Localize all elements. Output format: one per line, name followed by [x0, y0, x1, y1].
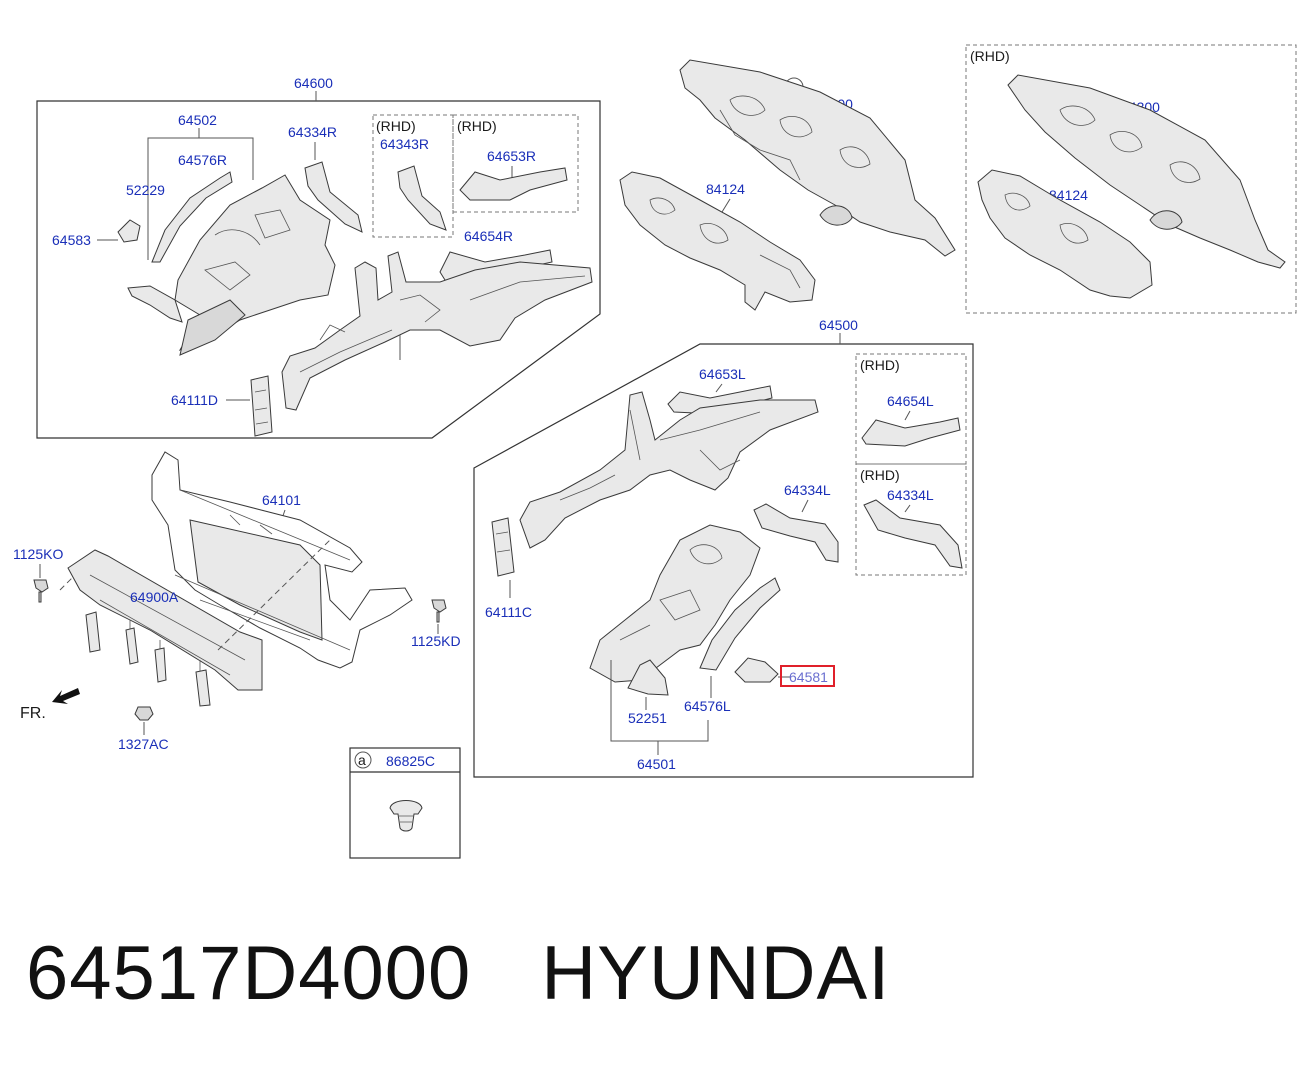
bumper-stays	[85, 611, 211, 707]
highlight-box-64581	[780, 665, 835, 687]
reinforcement-64576L-part	[699, 577, 781, 671]
label-64653R: 64653R	[487, 148, 536, 164]
bracket-64581-part	[734, 657, 779, 683]
side-member-right-part	[281, 251, 593, 411]
bolt-1125KO-icon	[33, 579, 49, 603]
rhd-label-2: (RHD)	[457, 118, 497, 134]
footer-caption: 64517D4000 HYUNDAI	[26, 930, 890, 1030]
group-64300-rhd: (RHD) 64300 84124	[965, 44, 1297, 314]
group-64600: 64600 64502 64576R 52229 64583 64334R (R…	[36, 75, 601, 439]
rhd-label-4: (RHD)	[860, 357, 900, 373]
insulator-84124-part	[619, 171, 816, 311]
label-64654R: 64654R	[464, 228, 513, 244]
label-64576R: 64576R	[178, 152, 227, 168]
front-direction-arrow-icon	[52, 688, 80, 704]
label-64111D: 64111D	[171, 392, 218, 408]
rail-64654L-part	[861, 417, 961, 447]
label-64334L: 64334L	[784, 482, 831, 498]
label-FR: FR.	[20, 705, 46, 722]
reinforcement-64576R-part	[151, 171, 233, 263]
panel-64334L-part	[753, 503, 839, 563]
inset-86825C: a 86825C	[349, 747, 461, 859]
nut-1327AC-icon	[134, 706, 154, 721]
label-1125KD: 1125KD	[411, 633, 461, 649]
label-64501: 64501	[637, 756, 676, 772]
label-64583: 64583	[52, 232, 91, 248]
inset-frame	[349, 747, 461, 859]
label-1327AC: 1327AC	[118, 736, 169, 752]
label-64900A: 64900A	[130, 589, 179, 605]
radiator-support-inner	[189, 519, 323, 641]
panel-64343R-part	[397, 165, 447, 231]
label-64502: 64502	[178, 112, 217, 128]
rhd-label-5: (RHD)	[860, 467, 900, 483]
group-64300-lhd: a 64300 84124	[619, 59, 956, 311]
dash-lower-bulge	[819, 205, 853, 226]
label-52229: 52229	[126, 182, 165, 198]
label-64653L: 64653L	[699, 366, 746, 382]
bolt-1125KD-icon	[431, 599, 447, 623]
label-52251: 52251	[628, 710, 667, 726]
dash-panel-64300-part	[679, 59, 956, 257]
label-64581: 64581	[789, 669, 828, 685]
dash-panel-rhd-part	[1007, 74, 1286, 269]
insulator-rhd-part	[977, 169, 1153, 299]
group-64500: 64500 64653L (RHD) 64654L (RHD) 64334L 6…	[473, 317, 974, 778]
label-64111C: 64111C	[485, 604, 532, 620]
apron-lower-right-part	[179, 299, 246, 356]
label-64343R: 64343R	[380, 136, 429, 152]
label-1125KO: 1125KO	[13, 546, 63, 562]
rhd-label-3: (RHD)	[970, 48, 1010, 64]
label-86825C: 86825C	[386, 753, 435, 769]
label-64334L-rhd: 64334L	[887, 487, 934, 503]
label-64600: 64600	[294, 75, 333, 91]
wheelhouse-left-part	[589, 524, 761, 683]
side-member-left-part	[519, 391, 819, 549]
label-84124-lhd: 84124	[706, 181, 745, 197]
group-64101: 64101 1125KO 64900A 1125KD FR. 1327AC	[13, 451, 461, 752]
part-number-text: 64517D4000	[26, 931, 472, 1016]
label-64101: 64101	[262, 492, 301, 508]
label-64576L: 64576L	[684, 698, 731, 714]
label-64654L: 64654L	[887, 393, 934, 409]
panel-64334R-part	[304, 161, 363, 233]
inset-callout-a: a	[358, 752, 366, 768]
wheelhouse-right-part	[174, 174, 336, 352]
rail-64653R-part	[459, 167, 568, 201]
plate-64111D-part	[250, 375, 273, 437]
bracket-52251-part	[627, 659, 669, 696]
bracket-64583-part	[117, 219, 141, 243]
label-64334R: 64334R	[288, 124, 337, 140]
panel-64334L-rhd-part	[863, 499, 963, 569]
brand-text: HYUNDAI	[541, 931, 891, 1016]
plate-64111C-part	[491, 517, 515, 577]
group-64500-frame	[473, 343, 974, 778]
label-64500: 64500	[819, 317, 858, 333]
dash-rhd-bulge	[1149, 210, 1183, 230]
bumper-beam-64900A-part	[67, 549, 263, 691]
group-64600-frame	[36, 100, 601, 439]
bracket-52229-part	[127, 285, 183, 323]
rhd-label-1: (RHD)	[376, 118, 416, 134]
